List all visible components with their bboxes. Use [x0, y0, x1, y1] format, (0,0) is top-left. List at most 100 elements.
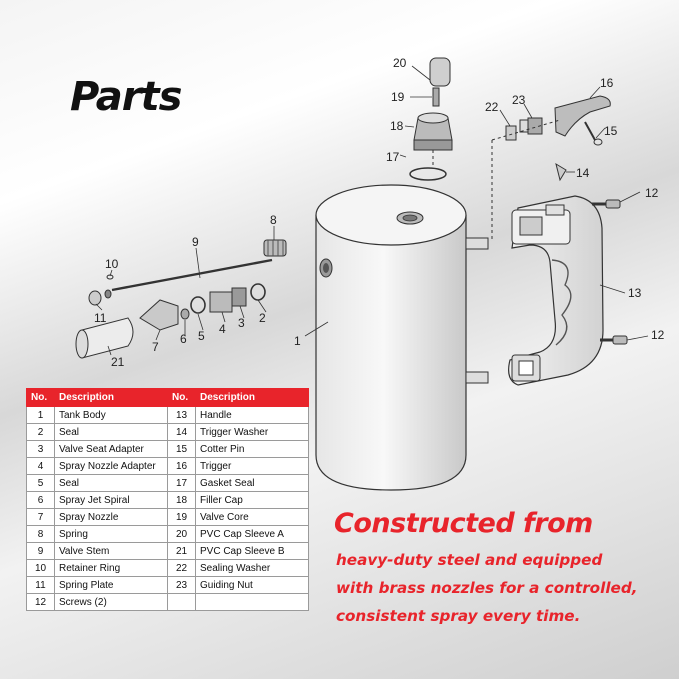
part-description: Seal: [54, 474, 168, 492]
callout-11: 11: [94, 311, 107, 325]
leader-lines: [95, 65, 649, 356]
part-description: Retainer Ring: [54, 559, 168, 577]
header-no: No.: [26, 388, 55, 407]
part-description: Filler Cap: [195, 491, 309, 509]
callout-4: 4: [219, 322, 226, 336]
part-number: 2: [26, 423, 55, 441]
filler-cap-assembly: [409, 57, 453, 181]
callout-2: 2: [259, 311, 266, 325]
header-description: Description: [54, 388, 168, 407]
part-description: Tank Body: [54, 406, 168, 424]
part-description: Spray Nozzle Adapter: [54, 457, 168, 475]
part-number: 12: [26, 593, 55, 611]
part-number: 8: [26, 525, 55, 543]
parts-table-header: No. Description No. Description: [26, 388, 309, 407]
part-description: Trigger Washer: [195, 423, 309, 441]
part-description: Seal: [54, 423, 168, 441]
callout-8: 8: [270, 213, 277, 227]
part-description: Cotter Pin: [195, 440, 309, 458]
part-description: Sealing Washer: [195, 559, 309, 577]
part-description: Spring Plate: [54, 576, 168, 594]
part-description: PVC Cap Sleeve A: [195, 525, 309, 543]
callout-7: 7: [152, 340, 159, 354]
tagline-line-3: consistent spray every time.: [336, 607, 581, 625]
part-number: 13: [167, 406, 196, 424]
nozzle-assembly: [75, 239, 287, 359]
part-number: 5: [26, 474, 55, 492]
part-description: Guiding Nut: [195, 576, 309, 594]
part-number: 9: [26, 542, 55, 560]
callout-13: 13: [628, 286, 642, 300]
callout-20: 20: [393, 56, 407, 70]
trigger-assembly: [491, 95, 611, 240]
callout-16: 16: [600, 76, 614, 90]
part-number: 22: [167, 559, 196, 577]
part-number: 19: [167, 508, 196, 526]
callout-23: 23: [512, 93, 526, 107]
tank-body: [315, 184, 489, 491]
part-number: 18: [167, 491, 196, 509]
part-number: 21: [167, 542, 196, 560]
part-description: Spray Jet Spiral: [54, 491, 168, 509]
part-description: Valve Core: [195, 508, 309, 526]
part-description: PVC Cap Sleeve B: [195, 542, 309, 560]
part-description: Spring: [54, 525, 168, 543]
part-number: 14: [167, 423, 196, 441]
part-number: 3: [26, 440, 55, 458]
part-description: Screws (2): [54, 593, 168, 611]
callout-22: 22: [485, 100, 499, 114]
tagline: heavy-duty steel and equipped with brass…: [336, 546, 656, 630]
callout-21: 21: [111, 355, 125, 369]
part-number: 10: [26, 559, 55, 577]
callout-5: 5: [198, 329, 205, 343]
part-number: 15: [167, 440, 196, 458]
callout-12-upper: 12: [645, 186, 659, 200]
callout-14: 14: [576, 166, 590, 180]
part-number: 17: [167, 474, 196, 492]
screw-lower: [600, 335, 628, 345]
part-description: Trigger: [195, 457, 309, 475]
part-description: Spray Nozzle: [54, 508, 168, 526]
part-number: 7: [26, 508, 55, 526]
callout-9: 9: [192, 235, 199, 249]
part-number: 4: [26, 457, 55, 475]
part-description: Gasket Seal: [195, 474, 309, 492]
header-no: No.: [167, 388, 196, 407]
callout-15: 15: [604, 124, 618, 138]
part-number: 1: [26, 406, 55, 424]
page-title: Parts: [70, 74, 182, 120]
part-description: Valve Stem: [54, 542, 168, 560]
header-description: Description: [195, 388, 309, 407]
handle: [508, 195, 604, 386]
part-number: 20: [167, 525, 196, 543]
callout-1: 1: [294, 334, 301, 348]
part-description: [195, 593, 309, 611]
screw-upper: [592, 199, 621, 209]
part-number: 11: [26, 576, 55, 594]
callout-3: 3: [238, 316, 245, 330]
part-description: Valve Seat Adapter: [54, 440, 168, 458]
part-number: 16: [167, 457, 196, 475]
callout-18: 18: [390, 119, 404, 133]
tagline-line-1: heavy-duty steel and equipped: [336, 551, 603, 569]
part-number: [167, 593, 196, 611]
callout-10: 10: [105, 257, 119, 271]
part-number: 6: [26, 491, 55, 509]
callout-12-lower: 12: [651, 328, 665, 342]
part-description: Handle: [195, 406, 309, 424]
headline: Constructed from: [334, 508, 593, 539]
part-number: 23: [167, 576, 196, 594]
